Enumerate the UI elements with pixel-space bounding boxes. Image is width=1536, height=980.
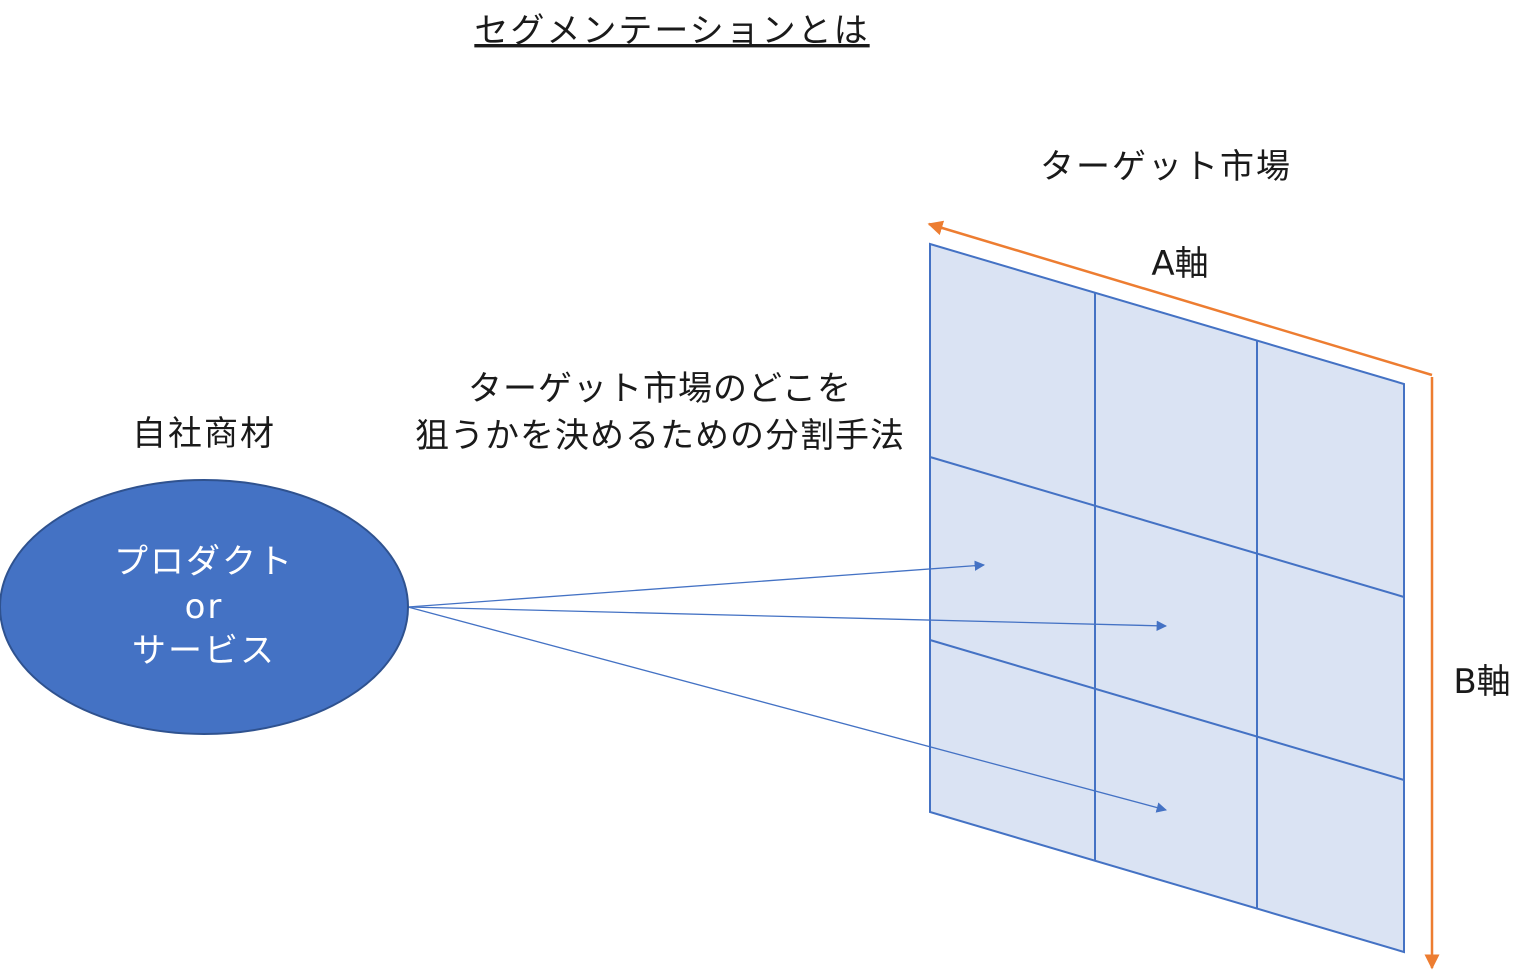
description-line-2: 狙うかを決めるための分割手法 [415,416,905,456]
connector-arrow-3 [407,606,1168,813]
target-market-heading: ターゲット市場 [1040,147,1292,187]
connector-arrow-1 [407,560,986,608]
company-product-label: 自社商材 [132,414,276,454]
a-axis-label: A軸 [1151,244,1208,284]
grid-divider-horizontal-1 [929,456,1405,598]
description-line-1: ターゲット市場のどこを [468,369,852,409]
a-axis-arrow [927,220,1433,377]
connector-arrow-2 [407,606,1168,631]
product-ellipse [0,479,409,735]
product-ellipse-line-1: プロダクト [114,542,294,582]
product-ellipse-line-2: or [185,587,224,627]
page-title: セグメンテーションとは [474,11,869,51]
product-ellipse-line-3: サービス [132,631,276,671]
grid-divider-horizontal-2 [929,639,1405,781]
b-axis-label: B軸 [1453,662,1510,702]
target-market-grid [929,242,1405,954]
